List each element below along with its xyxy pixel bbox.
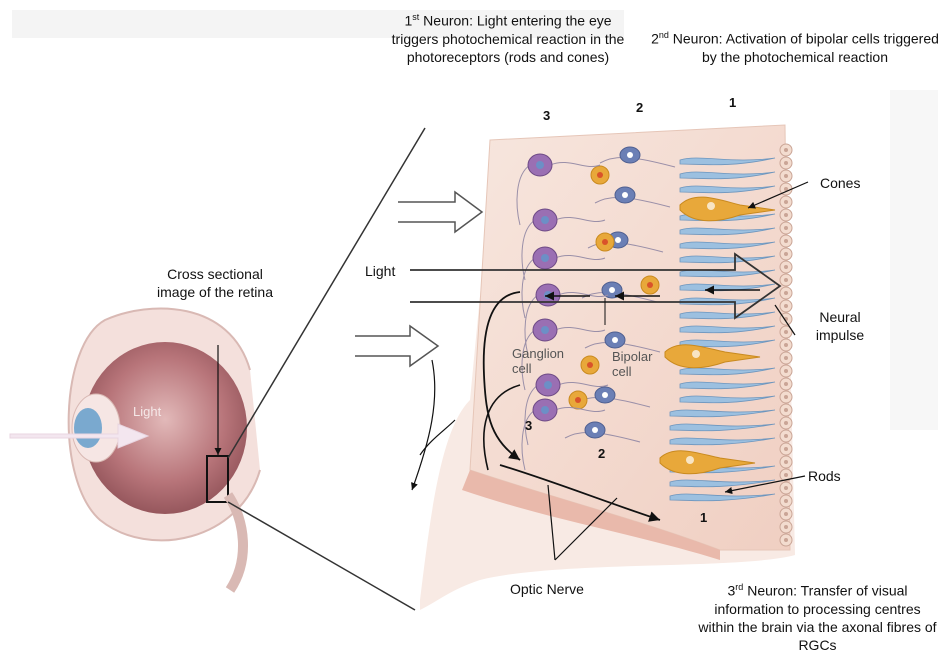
layer-number: 1 bbox=[700, 510, 707, 525]
layer-number: 2 bbox=[636, 100, 643, 115]
ganglion-cell-label: Ganglion cell bbox=[512, 346, 572, 376]
rods-label: Rods bbox=[808, 467, 841, 485]
neuron1-label: 1st Neuron: Light entering the eye trigg… bbox=[388, 8, 628, 66]
bipolar-cell-label: Bipolar cell bbox=[612, 349, 657, 379]
zoom-line bbox=[228, 502, 415, 610]
lens bbox=[74, 408, 102, 448]
cross-section-label: Cross sectional image of the retina bbox=[155, 265, 275, 301]
eye-cross-section bbox=[10, 308, 260, 590]
layer-number: 2 bbox=[598, 446, 605, 461]
light-arrow-hollow bbox=[398, 192, 482, 232]
neuron2-label: 2nd Neuron: Activation of bipolar cells … bbox=[650, 26, 938, 66]
pigment-epithelium bbox=[780, 144, 792, 546]
axon-arrow bbox=[412, 360, 435, 490]
layer-number: 3 bbox=[525, 418, 532, 433]
eye-light-label: Light bbox=[133, 403, 161, 421]
optic-nerve-label: Optic Nerve bbox=[510, 580, 584, 598]
light-arrow-hollow bbox=[355, 326, 438, 366]
light-label: Light bbox=[365, 262, 395, 280]
background-panel bbox=[890, 90, 938, 430]
neuron3-label: 3rd Neuron: Transfer of visual informati… bbox=[695, 578, 938, 654]
layer-number: 3 bbox=[543, 108, 550, 123]
cones-label: Cones bbox=[820, 174, 860, 192]
retina-section bbox=[420, 125, 795, 610]
layer-number: 1 bbox=[729, 95, 736, 110]
neural-impulse-label: Neural impulse bbox=[805, 308, 875, 344]
